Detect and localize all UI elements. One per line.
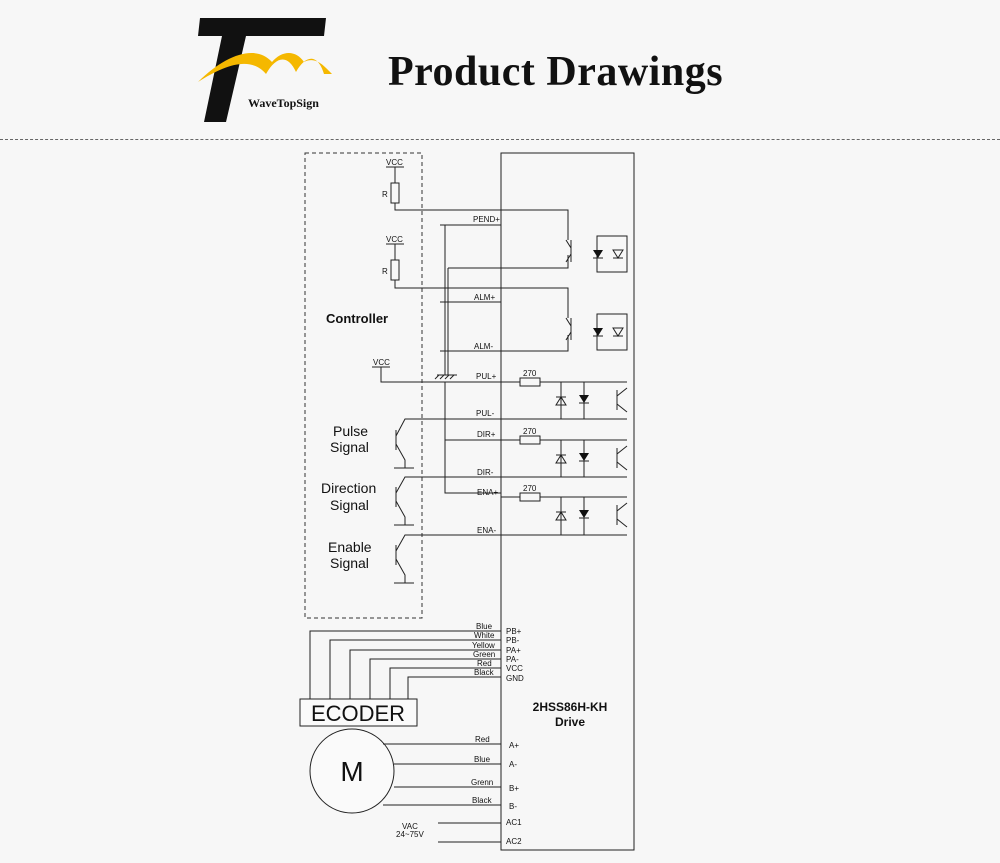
- motor-symbol: [309, 728, 395, 814]
- drive-box: [500, 152, 635, 851]
- controller-box: [304, 152, 423, 619]
- encoder-label: ECODER: [311, 701, 405, 726]
- power-label: VAC: [402, 822, 418, 831]
- input-channel-pul: 270: [501, 369, 628, 420]
- enc-pin-2: PB-: [506, 636, 520, 645]
- enable-label-2: Signal: [330, 555, 369, 571]
- enc-pin-6: GND: [506, 674, 524, 683]
- enc-wire-color-2: White: [474, 631, 495, 640]
- motor-wire-color-2: Blue: [474, 755, 491, 764]
- enc-pin-4: PA-: [506, 655, 519, 664]
- brand-name: WaveTopSign: [248, 96, 319, 110]
- motor-pin-1: A+: [509, 741, 519, 750]
- ena-minus-label: ENA-: [477, 526, 496, 535]
- drive-suffix: Drive: [555, 715, 585, 729]
- r-label-1: R: [382, 190, 388, 199]
- enc-pin-5: VCC: [506, 664, 523, 673]
- resistor-270-ena: 270: [523, 484, 537, 493]
- pul-minus-label: PUL-: [476, 409, 495, 418]
- resistor-r1: [390, 182, 400, 204]
- direction-transistor: [394, 476, 501, 526]
- enc-pin-1: PB+: [506, 627, 522, 636]
- enc-wire-color-1: Blue: [476, 622, 493, 631]
- drive-name: 2HSS86H-KH: [533, 700, 608, 714]
- enable-label-1: Enable: [328, 539, 372, 555]
- motor-wire-color-4: Black: [472, 796, 493, 805]
- header: WaveTopSign Product Drawings: [0, 0, 1000, 140]
- encoder-box: [299, 698, 418, 727]
- motor-pin-3: B+: [509, 784, 519, 793]
- input-channel-dir: 270: [501, 427, 628, 478]
- controller-label: Controller: [326, 311, 388, 326]
- enc-wire-color-4: Green: [473, 650, 495, 659]
- resistor-270-pul: 270: [523, 369, 537, 378]
- motor-wire-color-1: Red: [475, 735, 490, 744]
- alm-minus-label: ALM-: [474, 342, 493, 351]
- vcc-label-3: VCC: [373, 358, 390, 367]
- motor-label: M: [340, 756, 363, 787]
- power-pin-1: AC1: [506, 818, 522, 827]
- vcc-label-1: VCC: [386, 158, 403, 167]
- direction-label-2: Signal: [330, 497, 369, 513]
- motor-wire-color-3: Grenn: [471, 778, 493, 787]
- enable-transistor: [394, 534, 501, 584]
- optocoupler-alm: [596, 313, 628, 351]
- enc-wire-color-6: Black: [474, 668, 495, 677]
- alm-plus-label: ALM+: [474, 293, 495, 302]
- r-label-2: R: [382, 267, 388, 276]
- input-channel-ena: 270: [501, 484, 628, 536]
- optocoupler-pend: [596, 235, 628, 273]
- wiring-diagram: Controller 2HSS86H-KH Drive VCC R PEND+ …: [299, 152, 635, 851]
- resistor-r2: [390, 259, 400, 281]
- dir-plus-label: DIR+: [477, 430, 496, 439]
- power-range: 24~75V: [396, 830, 424, 839]
- enc-pin-3: PA+: [506, 646, 521, 655]
- pulse-transistor: [394, 418, 501, 469]
- dir-minus-label: DIR-: [477, 468, 494, 477]
- page-title: Product Drawings: [388, 49, 724, 95]
- motor-wires: [383, 743, 501, 806]
- ena-plus-label: ENA+: [477, 488, 498, 497]
- pulse-label-2: Signal: [330, 439, 369, 455]
- motor-pin-4: B-: [509, 802, 517, 811]
- header-divider: [0, 139, 1000, 140]
- enc-wire-color-3: Yellow: [472, 641, 495, 650]
- enc-wire-color-5: Red: [477, 659, 492, 668]
- encoder-wires: [309, 630, 501, 699]
- vcc-label-2: VCC: [386, 235, 403, 244]
- pend-plus-label: PEND+: [473, 215, 500, 224]
- pulse-label-1: Pulse: [333, 423, 368, 439]
- pul-plus-label: PUL+: [476, 372, 497, 381]
- wavetopsign-logo: [198, 18, 332, 122]
- direction-label-1: Direction: [321, 480, 376, 496]
- resistor-270-dir: 270: [523, 427, 537, 436]
- motor-pin-2: A-: [509, 760, 517, 769]
- power-pin-2: AC2: [506, 837, 522, 846]
